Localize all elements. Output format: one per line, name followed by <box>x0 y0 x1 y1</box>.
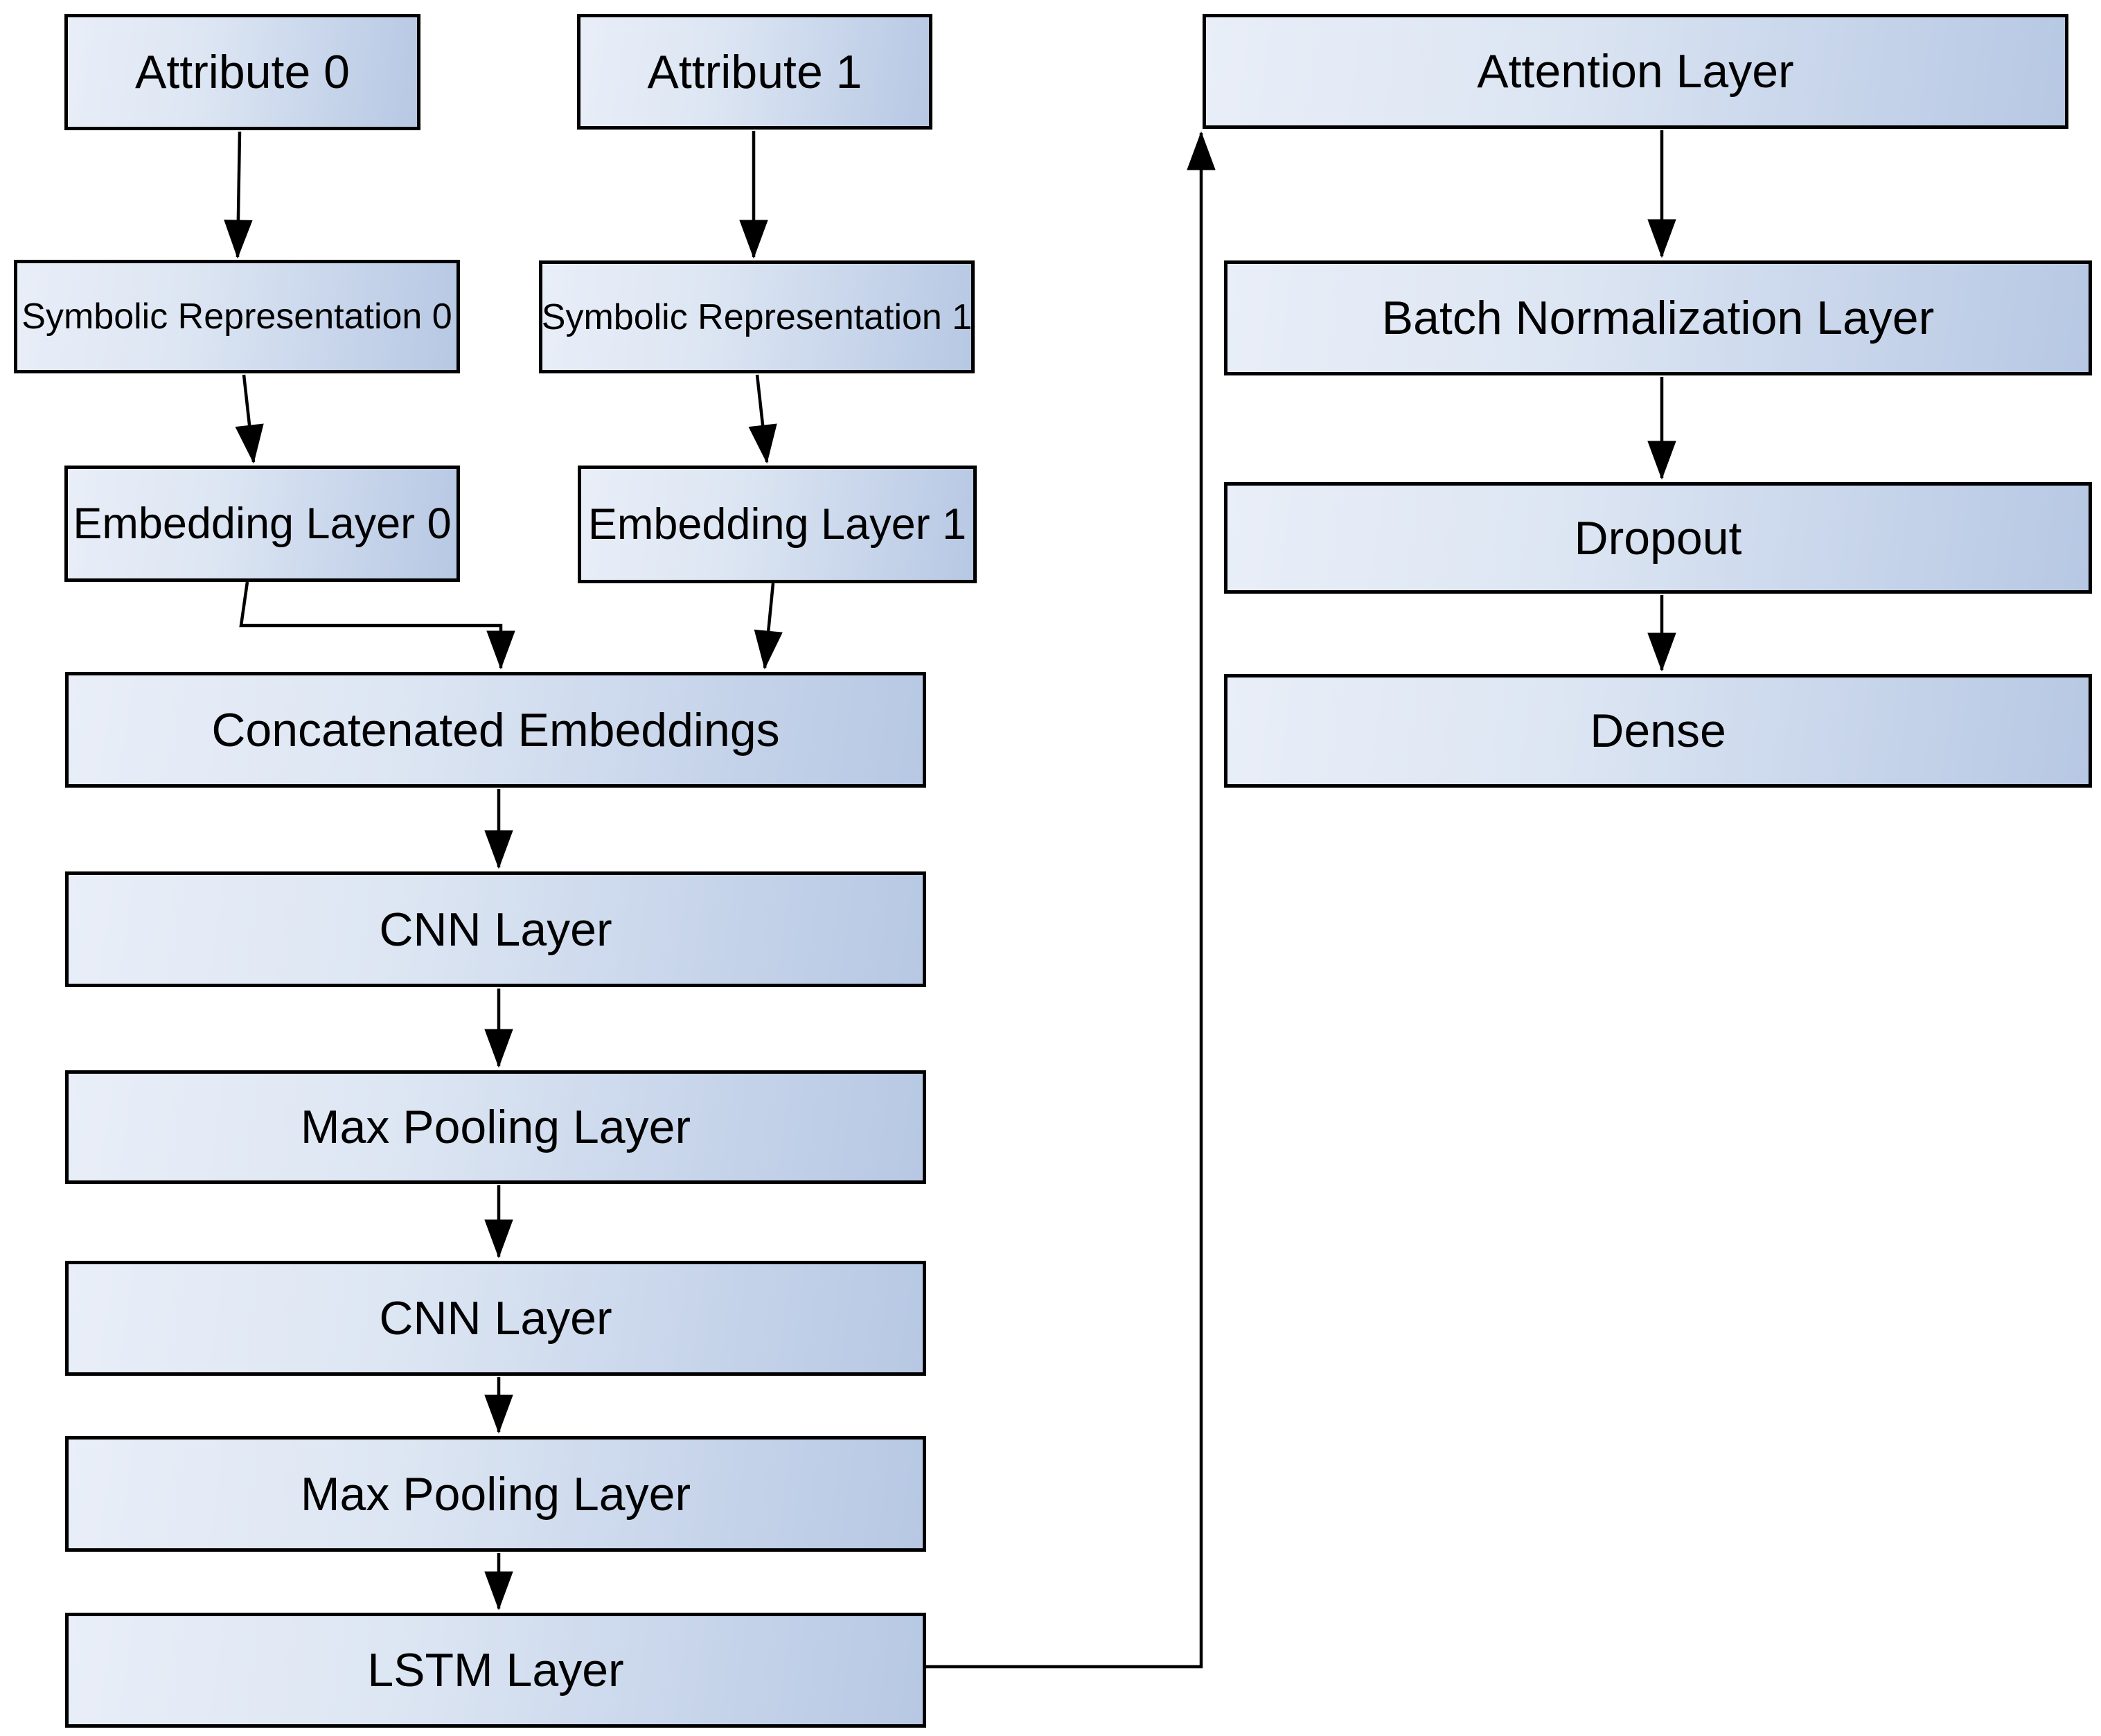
node-max-pooling-layer-2-label: Max Pooling Layer <box>300 1467 691 1521</box>
node-max-pooling-layer-2: Max Pooling Layer <box>65 1436 926 1552</box>
node-attribute-1-label: Attribute 1 <box>647 45 862 98</box>
edge-embedding0-concat <box>239 581 515 670</box>
node-max-pooling-layer-1-label: Max Pooling Layer <box>300 1101 691 1153</box>
node-attention-layer-label: Attention Layer <box>1477 45 1794 98</box>
node-concatenated-embeddings-label: Concatenated Embeddings <box>211 703 780 756</box>
node-dense: Dense <box>1224 674 2092 788</box>
edge-symbolic1-embedding1 <box>748 374 777 464</box>
node-batch-normalization-layer: Batch Normalization Layer <box>1224 260 2092 375</box>
node-lstm-layer-label: LSTM Layer <box>367 1644 624 1697</box>
node-attention-layer: Attention Layer <box>1203 14 2068 129</box>
node-cnn-layer-1: CNN Layer <box>65 871 926 987</box>
node-embedding-layer-1-label: Embedding Layer 1 <box>587 500 967 549</box>
node-cnn-layer-2-label: CNN Layer <box>379 1292 612 1345</box>
node-dropout-label: Dropout <box>1574 511 1742 565</box>
edge-lstm-attention <box>926 131 1216 1669</box>
node-embedding-layer-1: Embedding Layer 1 <box>578 466 977 583</box>
node-attribute-1: Attribute 1 <box>577 14 932 130</box>
node-cnn-layer-1-label: CNN Layer <box>379 903 612 956</box>
node-symbolic-representation-0-label: Symbolic Representation 0 <box>21 296 452 337</box>
node-dense-label: Dense <box>1590 705 1726 757</box>
edge-symbolic0-embedding0 <box>235 374 264 464</box>
node-symbolic-representation-0: Symbolic Representation 0 <box>14 260 460 373</box>
node-lstm-layer: LSTM Layer <box>65 1613 926 1728</box>
node-attribute-0-label: Attribute 0 <box>135 46 350 98</box>
node-dropout: Dropout <box>1224 482 2092 594</box>
node-embedding-layer-0: Embedding Layer 0 <box>64 466 460 582</box>
node-max-pooling-layer-1: Max Pooling Layer <box>65 1070 926 1184</box>
node-embedding-layer-0-label: Embedding Layer 0 <box>73 499 452 548</box>
node-symbolic-representation-1-label: Symbolic Representation 1 <box>541 296 973 337</box>
node-cnn-layer-2: CNN Layer <box>65 1261 926 1376</box>
node-batch-normalization-layer-label: Batch Normalization Layer <box>1381 292 1935 344</box>
edge-attribute0-symbolic0 <box>224 131 253 259</box>
node-symbolic-representation-1: Symbolic Representation 1 <box>539 260 975 373</box>
edge-embedding1-concat <box>754 583 783 670</box>
node-concatenated-embeddings: Concatenated Embeddings <box>65 672 926 788</box>
node-attribute-0: Attribute 0 <box>64 14 420 130</box>
